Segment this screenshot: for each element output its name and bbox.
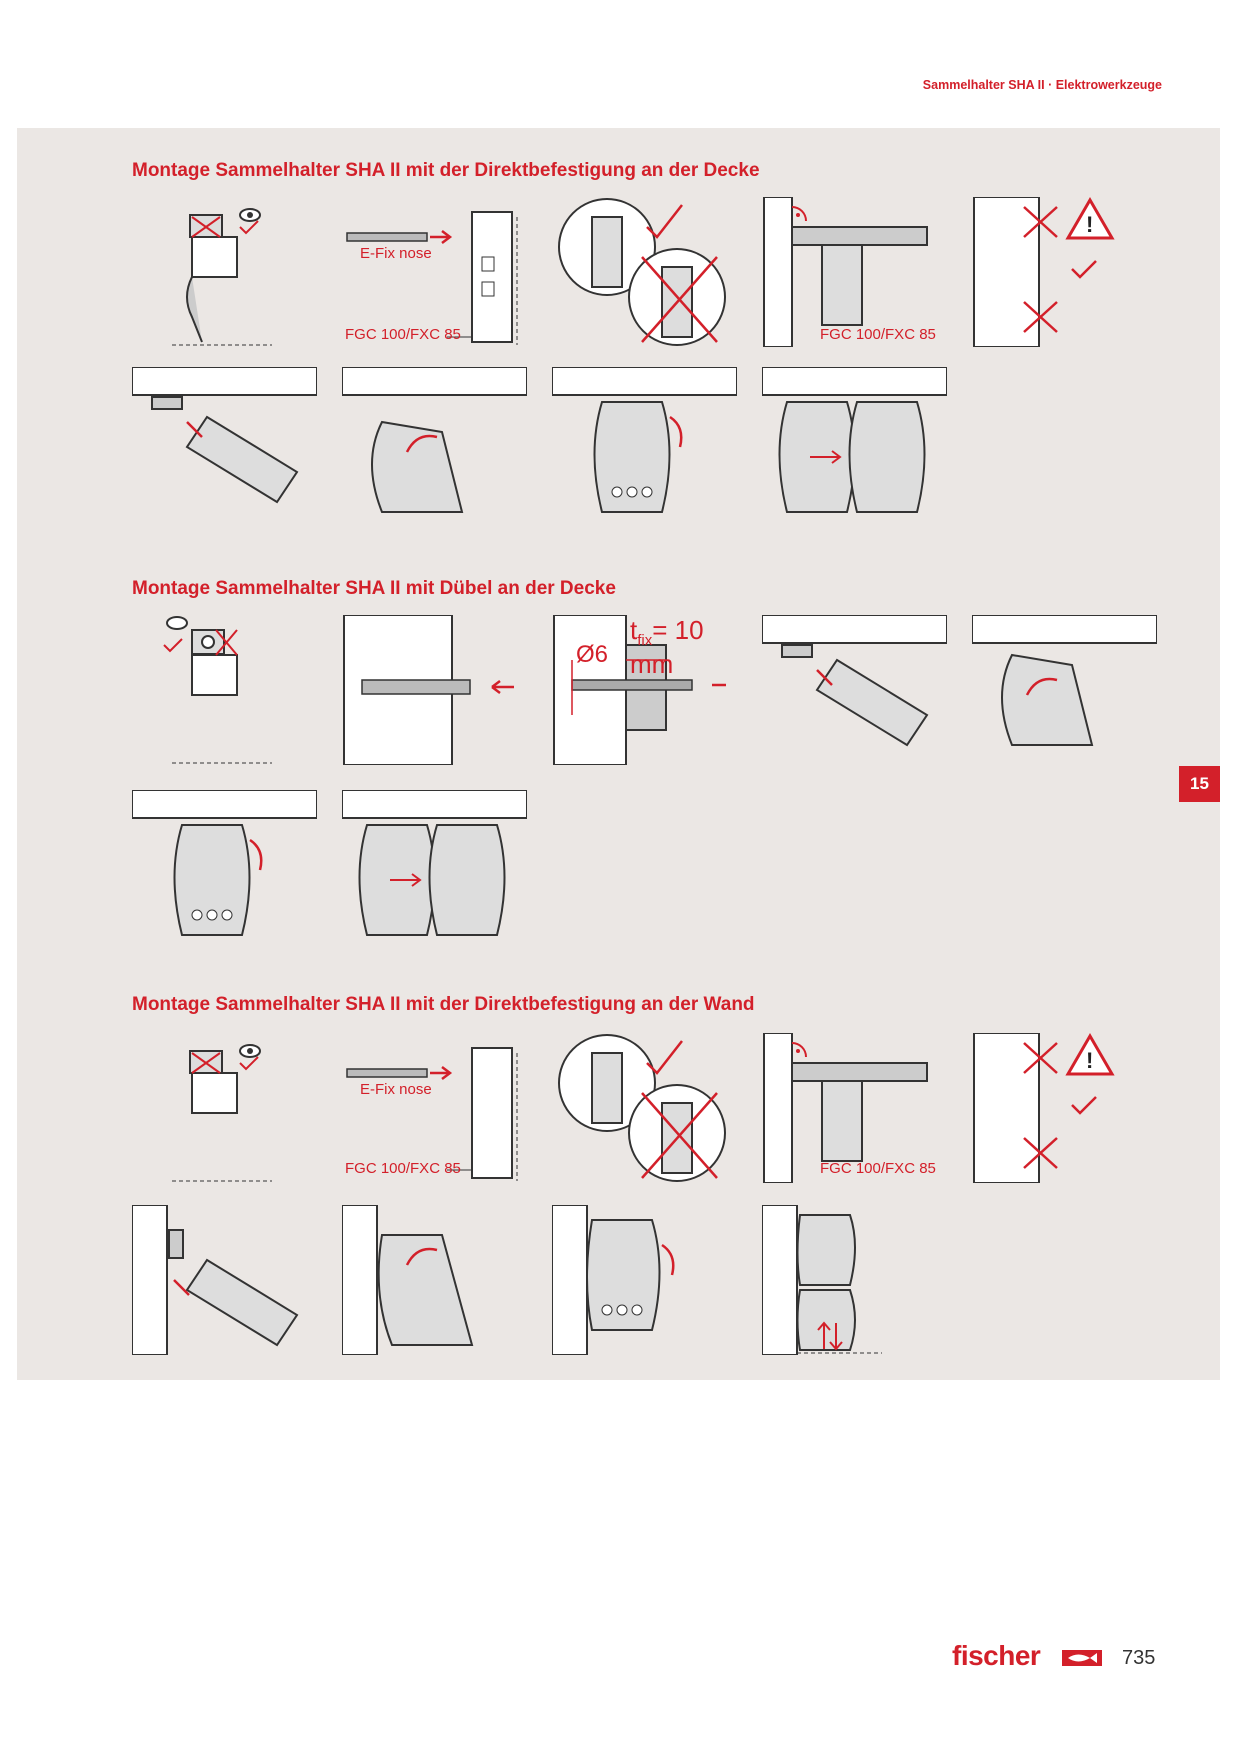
figure-clip-attach-anchor (762, 615, 947, 765)
brand-logo: fischer (952, 1640, 1041, 1671)
figure-clip-rotate-wall (342, 1205, 527, 1355)
figure-clip-rotate-ceiling (342, 367, 527, 517)
page-number: 735 (1122, 1647, 1156, 1669)
figure-clip-closed-ceiling (552, 367, 737, 517)
section-title-ceiling-anchor: Montage Sammelhalter SHA II mit Dübel an… (132, 578, 616, 599)
chapter-tab[interactable]: 15 (1179, 766, 1220, 802)
figure-clip-double-anchor (342, 790, 527, 940)
fish-logo-icon (1062, 1650, 1102, 1666)
fgc-fxc-label: FGC 100/FXC 85 (345, 326, 461, 343)
figure-inspect-holder-wall (132, 1033, 317, 1183)
section-title-wall-direct: Montage Sammelhalter SHA II mit der Dire… (132, 994, 755, 1015)
running-header: Sammelhalter SHA II · Elektrowerkzeuge (922, 78, 1162, 92)
figure-nail-gun-right-angle: FGC 100/FXC 85 (762, 197, 947, 347)
fgc-fxc-label-wall: FGC 100/FXC 85 (345, 1160, 461, 1177)
tfix-symbol: t (630, 615, 638, 645)
figure-drill-hole (342, 615, 527, 765)
figure-inspect-holder (132, 197, 317, 347)
figure-clip-attach-ceiling (132, 367, 317, 517)
tfix-subscript: fix (637, 632, 653, 650)
figure-e-fix-nose: E-Fix nose FGC 100/FXC 85 (342, 197, 527, 347)
figure-nail-depth-wall: ! (972, 1033, 1157, 1183)
fgc-fxc-label-2: FGC 100/FXC 85 (820, 326, 936, 343)
figure-clip-closed-wall (552, 1205, 737, 1355)
e-fix-nose-label: E-Fix nose (360, 245, 432, 262)
tfix-value: = 10 mm (630, 615, 704, 680)
tfix-label: tfix= 10 mm (630, 615, 737, 680)
figure-clip-double-wall (762, 1205, 947, 1355)
figure-correct-incorrect-hold-wall (552, 1033, 737, 1183)
figure-clip-double-ceiling (762, 367, 947, 517)
e-fix-nose-label-wall: E-Fix nose (360, 1081, 432, 1098)
figure-clip-rotate-anchor (972, 615, 1157, 765)
figure-correct-incorrect-hold (552, 197, 737, 347)
section-title-ceiling-direct: Montage Sammelhalter SHA II mit der Dire… (132, 160, 760, 181)
figure-anchor-tfix: tfix= 10 mm Ø6 (552, 615, 737, 765)
figure-nail-gun-right-angle-wall: FGC 100/FXC 85 (762, 1033, 947, 1183)
figure-clip-closed-anchor (132, 790, 317, 940)
svg-text:!: ! (1086, 212, 1093, 237)
diameter-label: Ø6 (576, 641, 609, 668)
figure-nail-depth: ! (972, 197, 1157, 347)
figure-clip-attach-wall (132, 1205, 317, 1355)
figure-e-fix-nose-wall: E-Fix nose FGC 100/FXC 85 (342, 1033, 527, 1183)
svg-text:!: ! (1086, 1048, 1093, 1073)
figure-inspect-holder-anchor (132, 615, 317, 765)
fgc-fxc-label-wall-2: FGC 100/FXC 85 (820, 1160, 936, 1177)
